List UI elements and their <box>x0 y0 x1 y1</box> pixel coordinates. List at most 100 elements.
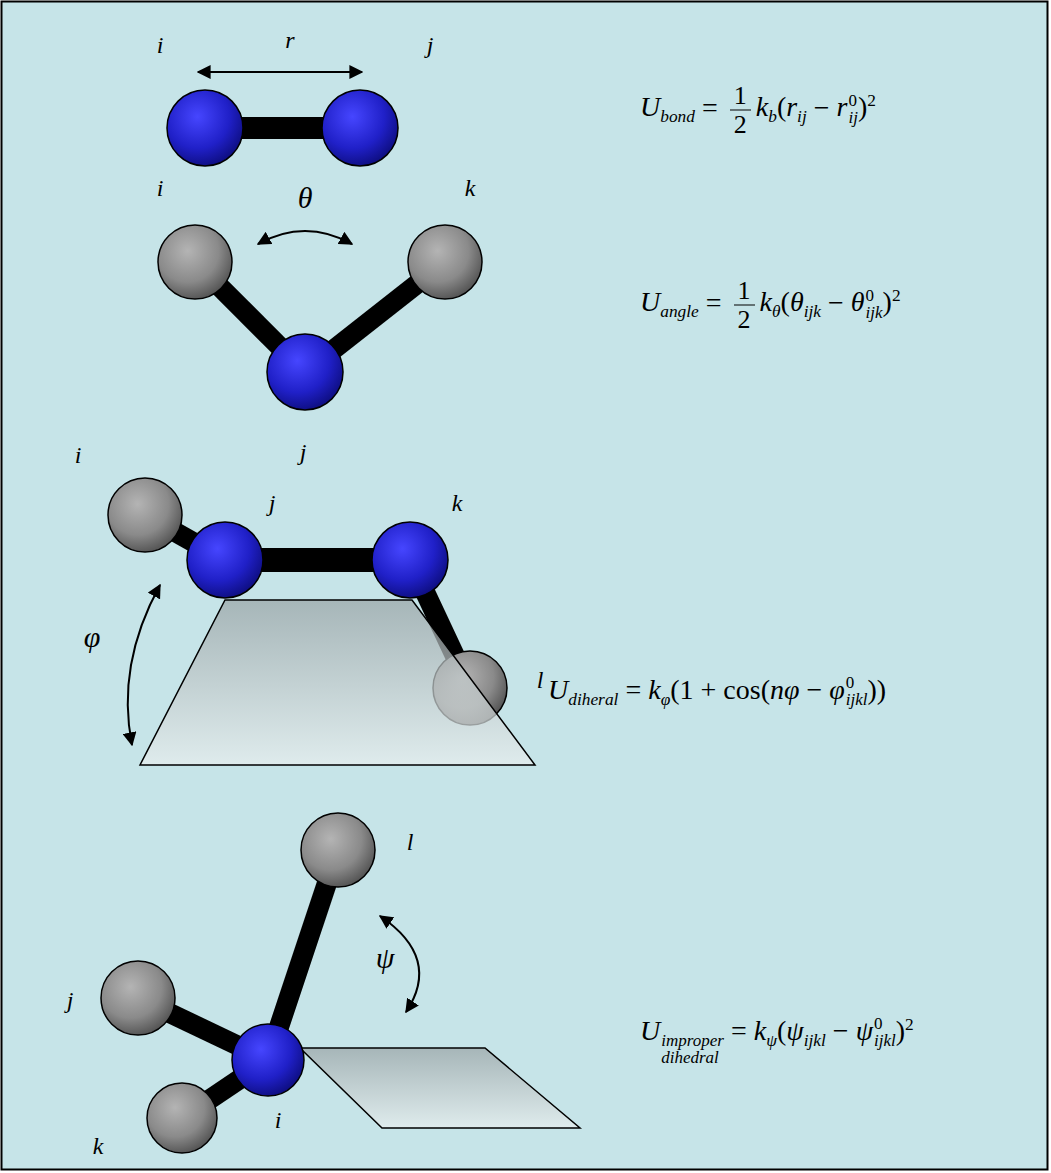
atom-label: j <box>269 491 276 515</box>
equation-term: − <box>833 1015 849 1046</box>
equation-term: 2 <box>905 1015 914 1034</box>
equation-term: )) <box>868 674 887 705</box>
energy-equation: Udiheral=kφ(1 + cos(nφ−φ0ijkl)) <box>548 673 886 711</box>
index-stack: 0ijkl <box>846 674 868 708</box>
atom-label: j <box>300 440 307 464</box>
equation-term: − <box>807 674 823 705</box>
equation-term: − <box>828 286 844 317</box>
equation-term: − <box>814 91 830 122</box>
atom-label: i <box>157 33 164 57</box>
equation-term: 0 <box>846 674 855 691</box>
equation-term: θ <box>851 286 865 317</box>
atom-sphere <box>372 522 448 598</box>
equation-term: ijk <box>866 303 883 320</box>
equation-term: k <box>648 674 660 705</box>
atom-label: k <box>93 1134 104 1158</box>
equation-term: ψ <box>766 1031 777 1050</box>
equation-term: θ <box>772 302 781 321</box>
index-stack: 0ij <box>848 91 857 125</box>
equation-term: (1 + cos( <box>670 674 770 705</box>
atom-label: i <box>157 176 164 200</box>
fraction: 12 <box>730 82 751 139</box>
equation-term: U <box>640 286 660 317</box>
equation-term: ijkl <box>846 691 868 708</box>
angle-symbol: ψ <box>376 943 395 973</box>
equation-term: angle <box>660 302 699 321</box>
atom-label: j <box>427 33 434 57</box>
atom-sphere <box>408 225 482 299</box>
equation-term: = <box>702 91 718 122</box>
equation-term: k <box>754 1015 766 1046</box>
equation-term: k <box>760 286 772 317</box>
atom-sphere <box>147 1083 217 1153</box>
equation-term: ( <box>777 1015 786 1046</box>
equation-term: = <box>625 674 641 705</box>
atom-label: j <box>67 988 74 1012</box>
atom-label: k <box>452 491 463 515</box>
equation-term: U <box>640 1015 660 1046</box>
equation-term: b <box>768 107 777 126</box>
atom-sphere <box>108 478 182 552</box>
equation-term: θ <box>790 286 804 317</box>
equation-term: r <box>837 91 848 122</box>
equation-term: φ <box>829 674 845 705</box>
atom-sphere <box>301 813 375 887</box>
atom-sphere <box>101 961 175 1035</box>
angle-arrow <box>128 585 160 745</box>
equation-term: 2 <box>734 306 755 334</box>
equation-term: 0 <box>874 1015 883 1032</box>
index-stack: improperdihedral <box>661 1032 724 1066</box>
equation-term: ) <box>858 91 867 122</box>
equation-term: 1 <box>734 277 755 306</box>
equation-term: dihedral <box>661 1049 719 1066</box>
atom-sphere <box>158 225 232 299</box>
equation-term: φ <box>784 674 800 705</box>
equation-term: ψ <box>786 1015 803 1046</box>
energy-equation: Uangle=12kθ(θijk−θ0ijk)2 <box>640 277 901 334</box>
equation-term: ) <box>883 286 892 317</box>
atom-sphere <box>187 522 263 598</box>
energy-equation: Ubond=12kb(rij−r0ij)2 <box>640 82 876 139</box>
atom-label: k <box>465 176 476 200</box>
equation-term: U <box>548 674 568 705</box>
energy-equation: Uimproperdihedral=kψ(ψijkl−ψ0ijkl)2 <box>640 1014 914 1066</box>
equation-term: ) <box>896 1015 905 1046</box>
equation-term: ψ <box>856 1015 873 1046</box>
equation-term: diheral <box>568 690 618 709</box>
atom-label: l <box>407 830 414 854</box>
improper-plane <box>300 1048 580 1128</box>
atom-label: r <box>285 28 294 52</box>
equation-term: 2 <box>867 91 876 110</box>
equation-term: ij <box>797 107 807 126</box>
equation-term: φ <box>661 690 671 709</box>
equation-term: ijkl <box>874 1032 896 1049</box>
equation-term: U <box>640 91 660 122</box>
equation-term: n <box>770 674 784 705</box>
atom-sphere <box>167 90 243 166</box>
equation-term: 1 <box>730 82 751 111</box>
atom-label: i <box>75 443 82 467</box>
equation-term: improper <box>661 1032 724 1049</box>
equation-term: = <box>731 1015 747 1046</box>
angle-symbol: θ <box>298 183 313 213</box>
equation-term: ( <box>781 286 790 317</box>
fraction: 12 <box>734 277 755 334</box>
equation-term: = <box>706 286 722 317</box>
atom-label: i <box>275 1108 282 1132</box>
atom-sphere <box>232 1024 304 1096</box>
dihedral-plane <box>140 600 535 765</box>
equation-term: ij <box>848 108 857 125</box>
equation-term: ijk <box>804 302 821 321</box>
angle-arrow <box>258 231 352 244</box>
distance-arrow <box>198 71 362 73</box>
angle-symbol: φ <box>84 622 101 652</box>
equation-term: 2 <box>892 286 901 305</box>
equation-term: k <box>756 91 768 122</box>
equation-term: ijkl <box>804 1031 826 1050</box>
atom-sphere <box>322 90 398 166</box>
equation-term: 0 <box>866 286 875 303</box>
index-stack: 0ijk <box>866 286 883 320</box>
equation-term: ( <box>777 91 786 122</box>
index-stack: 0ijkl <box>874 1015 896 1049</box>
